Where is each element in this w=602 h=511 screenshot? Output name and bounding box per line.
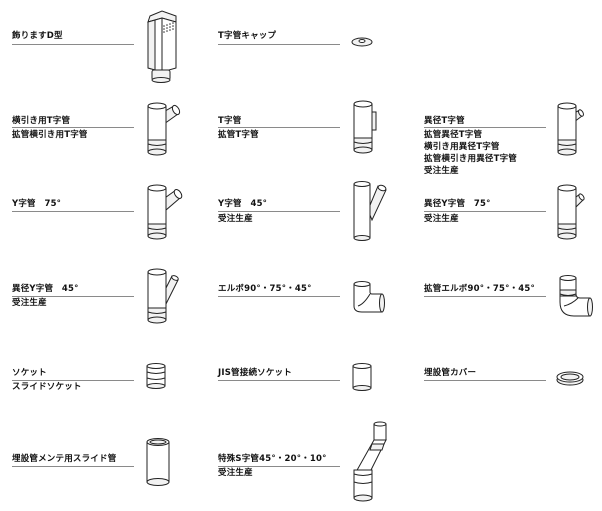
- product-title: 横引き用T字管: [12, 116, 71, 126]
- divider: [424, 296, 546, 297]
- product-subtitle: 受注生産: [424, 166, 459, 176]
- product-title: エルボ90°・75°・45°: [218, 284, 312, 294]
- tee-icon: [350, 98, 380, 158]
- divider: [424, 211, 546, 212]
- horizontal-tee-icon: [144, 100, 184, 160]
- reducing-wye-45-icon: [144, 266, 184, 328]
- divider: [12, 44, 134, 45]
- product-title: T字管キャップ: [218, 31, 277, 41]
- divider: [218, 380, 340, 381]
- divider: [12, 211, 134, 212]
- reducing-wye-75-icon: [554, 182, 588, 244]
- t-cap-icon: [350, 34, 374, 50]
- reducing-tee-icon: [554, 100, 588, 160]
- product-subtitle: 受注生産: [218, 214, 253, 224]
- product-subtitle: スライドソケット: [12, 382, 82, 392]
- wye-45-icon: [350, 180, 390, 246]
- product-title: 埋設管メンテ用スライド管: [12, 454, 117, 464]
- chimney-top-d-type-icon: [142, 8, 182, 86]
- product-title: 異径Y字管 75°: [424, 199, 491, 209]
- divider: [424, 127, 546, 128]
- product-title: T字管: [218, 116, 242, 126]
- product-subtitle: 拡管T字管: [218, 130, 259, 140]
- divider: [12, 296, 134, 297]
- socket-icon: [144, 362, 170, 392]
- wye-75-icon: [144, 182, 184, 244]
- buried-pipe-cover-icon: [554, 368, 586, 390]
- product-title: 異径Y字管 45°: [12, 284, 79, 294]
- product-title: 飾りますD型: [12, 31, 63, 41]
- divider: [424, 380, 546, 381]
- product-subtitle: 拡管異径T字管: [424, 130, 483, 140]
- slide-pipe-icon: [144, 436, 174, 488]
- product-subtitle: 拡管横引き用T字管: [12, 130, 88, 140]
- elbow-icon: [348, 276, 388, 316]
- product-title: ソケット: [12, 368, 47, 378]
- divider: [218, 466, 340, 467]
- divider: [12, 127, 134, 128]
- product-title: 異径T字管: [424, 116, 465, 126]
- s-pipe-icon: [348, 420, 392, 506]
- divider: [218, 211, 340, 212]
- product-title: 特殊S字管45°・20°・10°: [218, 454, 327, 464]
- product-subtitle: 受注生産: [218, 468, 253, 478]
- divider: [218, 44, 340, 45]
- product-title: Y字管 45°: [218, 199, 268, 209]
- expanded-elbow-icon: [554, 272, 594, 322]
- product-subtitle: 横引き用異径T字管: [424, 142, 500, 152]
- product-subtitle: 拡管横引き用異径T字管: [424, 154, 517, 164]
- product-title: 埋設管カバー: [424, 368, 477, 378]
- product-title: Y字管 75°: [12, 199, 62, 209]
- divider: [218, 296, 340, 297]
- divider: [218, 127, 340, 128]
- product-subtitle: 受注生産: [12, 298, 47, 308]
- product-subtitle: 受注生産: [424, 214, 459, 224]
- jis-socket-icon: [350, 362, 376, 394]
- divider: [12, 380, 134, 381]
- divider: [12, 466, 134, 467]
- product-title: 拡管エルボ90°・75°・45°: [424, 284, 535, 294]
- product-title: JIS管接続ソケット: [218, 368, 292, 378]
